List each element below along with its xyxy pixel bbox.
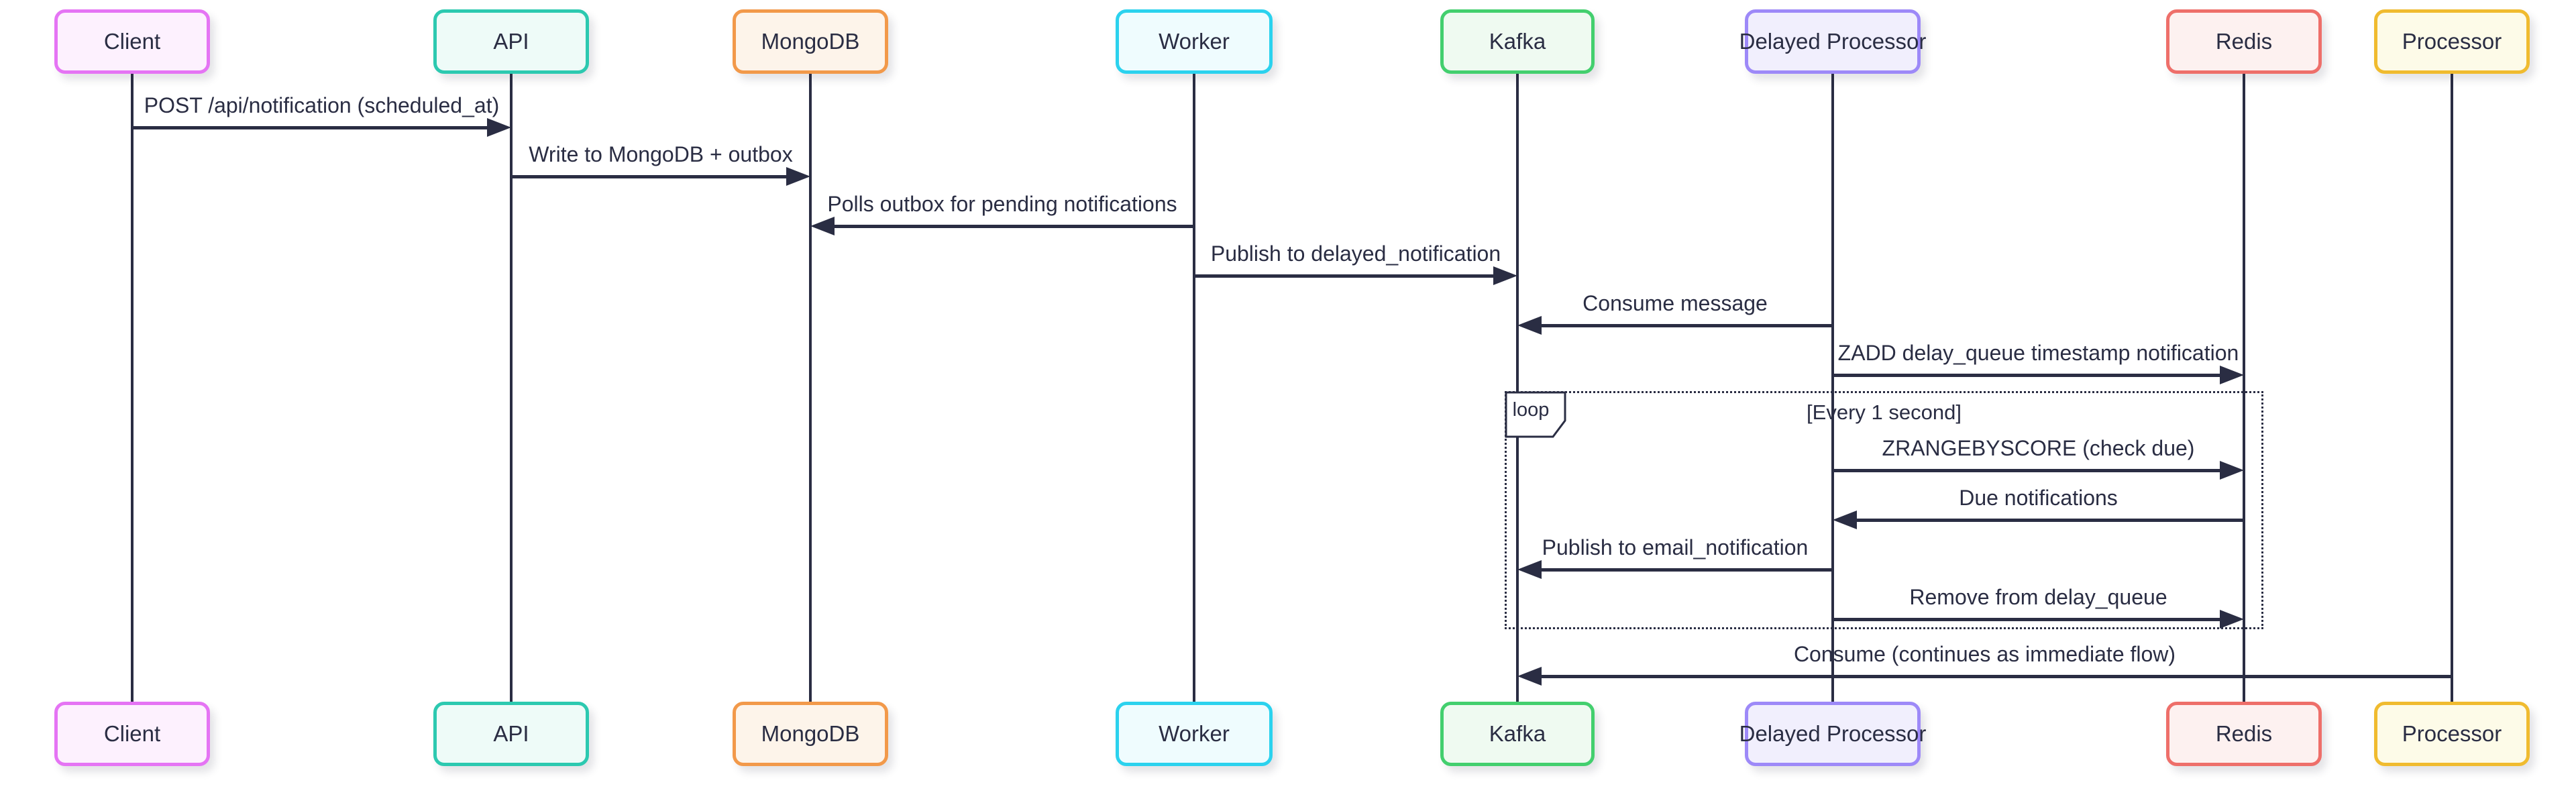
message-line <box>1833 374 2224 377</box>
message-arrowhead <box>1517 667 1542 686</box>
lifeline-client <box>131 74 133 702</box>
actor-box-api-top: API <box>433 9 589 74</box>
message-label: POST /api/notification (scheduled_at) <box>144 93 500 117</box>
lifeline-worker <box>1193 74 1195 702</box>
message-arrowhead <box>1517 560 1542 579</box>
message-label: Consume (continues as immediate flow) <box>1793 642 2176 666</box>
message-label: ZADD delay_queue timestamp notification <box>1837 341 2239 365</box>
lifeline-kafka <box>1516 74 1519 702</box>
message-arrowhead <box>1493 266 1517 285</box>
actor-box-processor-top: Processor <box>2374 9 2530 74</box>
message-arrowhead <box>786 167 810 186</box>
message-label: Polls outbox for pending notifications <box>827 192 1177 216</box>
loop-condition: [Every 1 second] <box>1807 400 1962 424</box>
lifeline-mongodb <box>809 74 812 702</box>
message-arrowhead <box>810 217 835 235</box>
message-arrowhead <box>2220 366 2244 384</box>
message-line <box>1194 274 1497 278</box>
message-line <box>1538 675 2452 678</box>
message-arrowhead <box>1833 511 1857 529</box>
message-line <box>1538 324 1833 327</box>
message-line <box>1833 469 2224 472</box>
message-line <box>132 126 491 129</box>
actor-box-mongodb-top: MongoDB <box>733 9 888 74</box>
loop-label-tag: loop <box>1505 391 1566 438</box>
actor-box-worker-bottom: Worker <box>1116 702 1273 766</box>
actor-box-delayed-bottom: Delayed Processor <box>1739 702 1926 766</box>
actor-box-delayed-top: Delayed Processor <box>1739 9 1926 74</box>
actor-box-client-bottom: Client <box>54 702 210 766</box>
actor-box-kafka-top: Kafka <box>1440 9 1595 74</box>
message-arrowhead <box>1517 316 1542 335</box>
actor-box-redis-bottom: Redis <box>2166 702 2322 766</box>
message-line <box>1833 618 2224 621</box>
actor-box-redis-top: Redis <box>2166 9 2322 74</box>
message-label: Publish to delayed_notification <box>1210 241 1501 266</box>
message-line <box>1853 519 2244 522</box>
message-arrowhead <box>2220 610 2244 629</box>
message-label: ZRANGEBYSCORE (check due) <box>1882 436 2195 460</box>
message-label: Due notifications <box>1959 486 2118 510</box>
message-line <box>511 175 790 178</box>
message-line <box>830 225 1194 228</box>
actor-box-api-bottom: API <box>433 702 589 766</box>
message-label: Consume message <box>1582 291 1768 315</box>
message-label: Publish to email_notification <box>1542 535 1809 559</box>
message-label: Write to MongoDB + outbox <box>529 142 793 166</box>
message-label: Remove from delay_queue <box>1909 585 2167 609</box>
lifeline-redis <box>2243 74 2245 702</box>
lifeline-processor <box>2451 74 2453 702</box>
actor-box-client-top: Client <box>54 9 210 74</box>
lifeline-delayed <box>1831 74 1834 702</box>
actor-box-processor-bottom: Processor <box>2374 702 2530 766</box>
loop-box <box>1505 391 2263 629</box>
actor-box-kafka-bottom: Kafka <box>1440 702 1595 766</box>
message-line <box>1538 568 1833 572</box>
actor-box-mongodb-bottom: MongoDB <box>733 702 888 766</box>
message-arrowhead <box>2220 461 2244 480</box>
loop-label: loop <box>1512 399 1550 421</box>
loop-tag-shape <box>1505 391 1566 438</box>
lifeline-api <box>510 74 513 702</box>
actor-box-worker-top: Worker <box>1116 9 1273 74</box>
message-arrowhead <box>487 118 511 137</box>
